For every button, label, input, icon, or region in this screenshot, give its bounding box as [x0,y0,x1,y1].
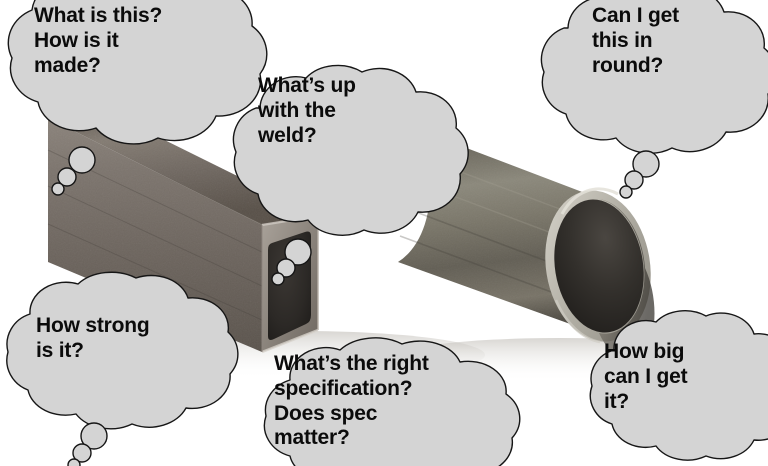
thought-cloud-whats-up-with-the-weld: What’s up with the weld? [212,52,472,286]
thought-cloud-whats-the-right-specification: What’s the right specification? Does spe… [236,326,536,466]
thought-cloud-how-big-can-i-get-it: How big can I get it? [572,298,768,466]
thought-cloud-how-strong-is-it: How strong is it? [0,258,244,466]
thought-cloud-can-i-get-this-in-round: Can I get this in round? [520,0,768,199]
